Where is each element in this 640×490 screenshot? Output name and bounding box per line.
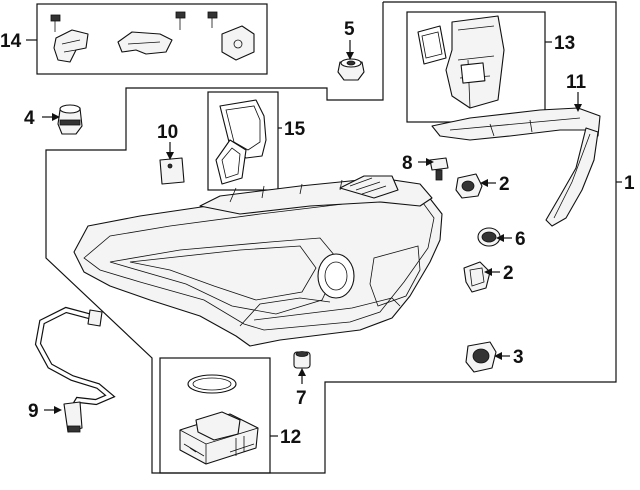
callout-11: 11: [566, 72, 587, 93]
callout-2-upper: 2: [499, 174, 510, 195]
callout-12: 12: [280, 427, 301, 448]
leader-lines: [26, 39, 622, 437]
bracket-kit-14: [50, 11, 255, 63]
dust-cap-6: [477, 227, 501, 247]
mounting-bracket-icon: [221, 25, 255, 61]
cover-kit-13: [417, 15, 505, 109]
reflector-plate-10: [159, 157, 185, 185]
bulb-socket-icon: [463, 261, 491, 293]
callout-3: 3: [513, 347, 524, 368]
gasket-icon: [417, 25, 447, 65]
headlamp-assembly-icon: [73, 175, 443, 347]
retainer-clip-5: [337, 58, 365, 81]
kit-box-12: [159, 357, 271, 474]
callout-15: 15: [284, 119, 306, 140]
callout-4: 4: [24, 108, 35, 129]
callout-5: 5: [344, 19, 355, 40]
control-module-icon: [179, 374, 259, 465]
support-bracket-11: [431, 107, 601, 227]
callout-9: 9: [28, 401, 39, 422]
screw-icon: [207, 11, 218, 28]
kit-box-14: [36, 3, 268, 75]
screw-8: [429, 157, 449, 181]
callout-7: 7: [296, 388, 307, 409]
screw-icon: [50, 14, 61, 32]
seal-kit-15: [215, 99, 267, 185]
callout-6: 6: [515, 229, 526, 250]
socket-3: [465, 341, 497, 373]
callout-13: 13: [554, 33, 575, 54]
callout-14: 14: [0, 31, 22, 52]
callout-2-lower: 2: [503, 263, 514, 284]
bulb-socket-icon: [455, 173, 483, 199]
callout-8: 8: [402, 153, 413, 174]
callout-10: 10: [157, 122, 178, 143]
dust-cap-icon: [57, 104, 83, 135]
seal-icon: [215, 139, 247, 185]
housing-cover-icon: [445, 15, 505, 109]
screw-icon: [175, 11, 186, 30]
assembly-boundary: [45, 1, 617, 474]
kit-box-15: [207, 91, 279, 191]
wiring-harness-icon: [34, 306, 116, 433]
mounting-bracket-icon: [53, 29, 89, 63]
callout-1: 1: [624, 173, 635, 194]
grommet-7: [293, 351, 311, 369]
